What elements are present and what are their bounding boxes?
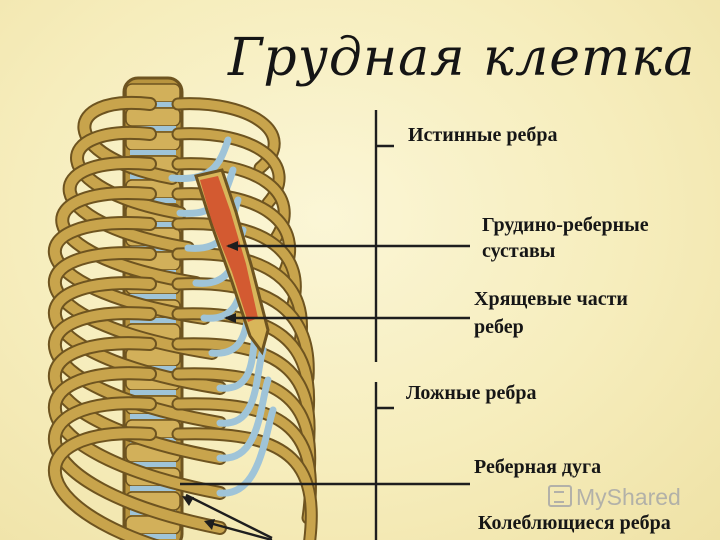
intervertebral-disc [130,414,176,419]
label-costal-arch: Реберная дуга [474,456,602,478]
rib [49,218,209,323]
intervertebral-disc [130,294,176,299]
rib [50,398,225,533]
label-cartilage-line2: ребер [474,316,524,338]
floating-ribs-leader-1 [185,493,273,540]
label-true-ribs: Истинные ребра [408,124,558,146]
floating-ribs-leader-2 [205,520,273,540]
vertebra [125,107,181,127]
label-floating-ribs: Колеблющиеся ребра [478,512,671,534]
label-false-ribs: Ложные ребра [406,382,537,404]
label-cartilage-line1: Хрящевые части [474,288,628,310]
costal-cartilage [216,406,277,497]
rib [173,429,316,540]
watermark-text: MyShared [576,484,681,510]
rib [50,368,225,498]
arrowheads [182,241,238,530]
costal-cartilage [216,376,272,462]
intervertebral-disc [130,462,176,467]
leader-lines [180,110,470,540]
costal-cartilage [216,346,267,427]
sternum [194,168,270,356]
intervertebral-disc [130,318,176,323]
page-title: Грудная клетка [228,28,696,88]
rib [64,158,193,253]
rib [57,188,201,288]
intervertebral-disc [130,534,176,539]
watermark: MyShared [548,484,681,511]
label-sternocostal-joints-line2: суставы [482,240,556,262]
intervertebral-disc [130,486,176,491]
costal-cartilage [168,136,232,183]
rib [49,428,155,540]
ribs-back [47,95,318,540]
presentation-icon [548,485,572,507]
label-sternocostal-joints-line1: Грудино-реберные [482,214,649,236]
intervertebral-disc [130,390,176,395]
intervertebral-disc [130,150,176,155]
rib [72,128,185,218]
